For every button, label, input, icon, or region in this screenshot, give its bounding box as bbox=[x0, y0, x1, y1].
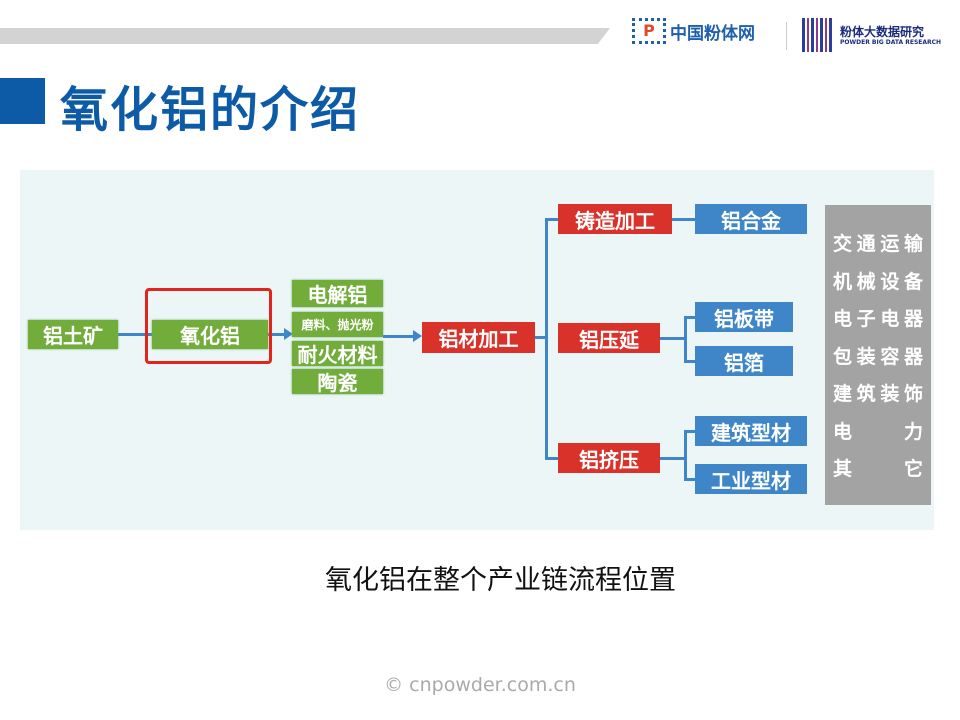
connector bbox=[684, 478, 695, 481]
bars-icon bbox=[802, 18, 834, 52]
connector bbox=[684, 430, 687, 480]
logo2-text: 粉体大数据研究 bbox=[840, 24, 925, 39]
connector bbox=[118, 333, 152, 336]
application-item: 包装容器 bbox=[833, 345, 923, 368]
footer-watermark: © cnpowder.com.cn bbox=[384, 674, 576, 696]
node-product: 铝箔 bbox=[695, 346, 793, 376]
connector bbox=[545, 218, 558, 221]
connector bbox=[535, 336, 547, 339]
node-use: 陶瓷 bbox=[292, 369, 383, 395]
application-item: 电力 bbox=[833, 420, 923, 443]
connector bbox=[545, 218, 548, 460]
title-marker bbox=[0, 78, 45, 124]
applications-box: 交通运输 机械设备 电子电器 包装容器 建筑装饰 电力 其它 bbox=[825, 205, 931, 505]
connector bbox=[660, 457, 685, 460]
connector bbox=[672, 218, 695, 221]
node-bauxite: 铝土矿 bbox=[28, 320, 118, 349]
node-use: 耐火材料 bbox=[292, 341, 383, 367]
application-item: 电子电器 bbox=[833, 308, 923, 330]
node-branch: 铸造加工 bbox=[558, 204, 672, 234]
diagram-caption: 氧化铝在整个产业链流程位置 bbox=[325, 565, 676, 596]
node-use: 电解铝 bbox=[292, 280, 383, 307]
arrow-icon bbox=[284, 328, 293, 340]
application-item: 机械设备 bbox=[833, 270, 923, 293]
logo-mark-icon: P bbox=[632, 18, 666, 44]
connector bbox=[684, 316, 695, 319]
connector bbox=[383, 335, 415, 338]
node-branch: 铝挤压 bbox=[558, 443, 660, 473]
highlight-frame bbox=[145, 288, 272, 364]
connector bbox=[660, 337, 685, 340]
node-product: 铝合金 bbox=[695, 204, 807, 234]
connector bbox=[684, 430, 695, 433]
top-decor-bar bbox=[0, 28, 610, 44]
connector bbox=[545, 457, 558, 460]
application-item: 其它 bbox=[833, 458, 923, 480]
node-alumina: 氧化铝 bbox=[152, 320, 268, 349]
arrow-icon bbox=[413, 330, 422, 342]
logo2-subtext: POWDER BIG DATA RESEARCH bbox=[840, 38, 942, 46]
node-processing: 铝材加工 bbox=[422, 322, 535, 353]
node-product: 工业型材 bbox=[695, 464, 807, 494]
connector bbox=[684, 316, 687, 362]
logo-text: 中国粉体网 bbox=[670, 23, 755, 44]
logo-divider bbox=[786, 22, 787, 50]
node-branch: 铝压延 bbox=[558, 323, 660, 353]
connector bbox=[684, 360, 695, 363]
application-item: 交通运输 bbox=[833, 233, 923, 255]
application-item: 建筑装饰 bbox=[833, 383, 923, 405]
node-use: 磨料、抛光粉 bbox=[292, 312, 383, 337]
node-product: 铝板带 bbox=[695, 302, 793, 332]
node-product: 建筑型材 bbox=[695, 416, 807, 446]
connector bbox=[268, 333, 286, 336]
slide-title: 氧化铝的介绍 bbox=[60, 82, 361, 138]
